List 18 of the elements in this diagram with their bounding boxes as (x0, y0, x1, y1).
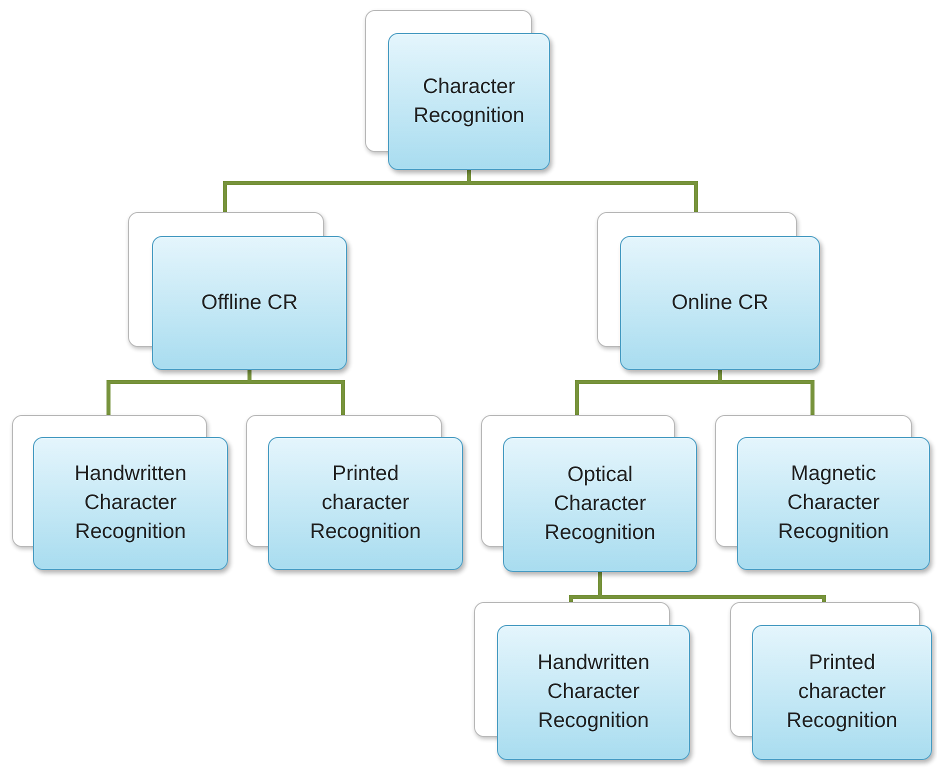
node-label: Printed character Recognition (786, 650, 898, 734)
stacked-card-node (128, 212, 347, 370)
node-label: Printed character Recognition (309, 461, 422, 545)
stacked-card-node (246, 415, 463, 570)
stacked-card-node (715, 415, 930, 570)
node-label: Handwritten Character Recognition (73, 461, 188, 545)
node-label: Handwritten Character Recognition (536, 650, 651, 734)
node-label: Magnetic Character Recognition (777, 461, 890, 545)
stacked-card-node (730, 602, 932, 760)
node-label: Offline CR (201, 290, 298, 316)
stacked-card-node (474, 602, 690, 760)
stacked-card-node (597, 212, 820, 370)
stacked-card-node (365, 10, 550, 170)
node-label: Optical Character Recognition (544, 462, 656, 546)
node-label: Online CR (672, 290, 768, 316)
node-label: Character Recognition (412, 74, 526, 128)
stacked-card-node (481, 415, 697, 572)
stacked-card-node (12, 415, 228, 570)
